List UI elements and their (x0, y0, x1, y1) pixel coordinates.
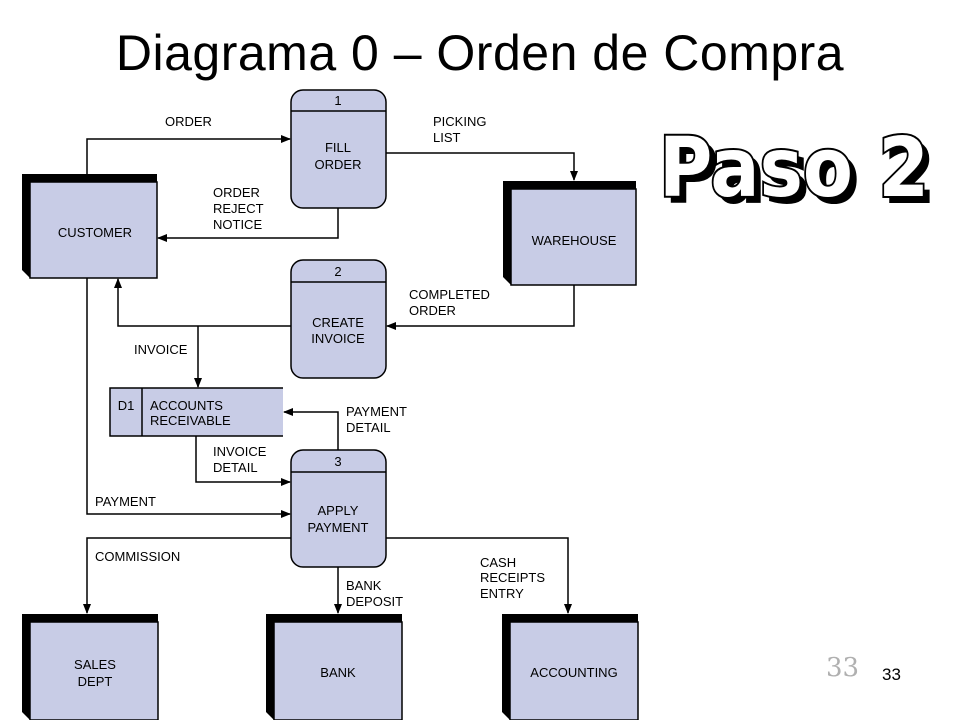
page-number-watermark: 33 (826, 653, 859, 683)
process-apply-payment: 3 APPLY PAYMENT (290, 449, 387, 568)
flow-payment (86, 278, 291, 518)
flow-cash-receipts-entry (386, 537, 572, 614)
flow-completed-order-label-1: COMPLETED (409, 287, 490, 302)
entity-sales-dept-label-1: SALES (74, 657, 116, 672)
flow-invoice-detail-label-2: DETAIL (213, 460, 258, 475)
flow-invoice-label: INVOICE (134, 342, 188, 357)
flow-cash-receipts-entry-label-2: RECEIPTS (480, 570, 545, 585)
flow-bank-deposit-label-2: DEPOSIT (346, 594, 403, 609)
entity-sales-dept: SALES DEPT (22, 614, 159, 720)
entity-customer-label: CUSTOMER (58, 225, 132, 240)
flow-payment-detail-label-2: DETAIL (346, 420, 391, 435)
flow-payment-detail (283, 408, 339, 450)
flow-commission-label: COMMISSION (95, 549, 180, 564)
flow-invoice-detail (195, 436, 291, 486)
flow-commission (83, 537, 291, 614)
flow-completed-order (386, 285, 575, 330)
paso-2-stamp-text: Paso 2 (659, 121, 929, 216)
data-store-accounts-receivable: D1 ACCOUNTS RECEIVABLE (109, 387, 283, 437)
flow-payment-label: PAYMENT (95, 494, 156, 509)
flow-bank-deposit-label-1: BANK (346, 578, 382, 593)
flow-invoice-to-customer (114, 278, 291, 327)
paso-2-stamp-shadow: Paso 2 (665, 127, 935, 222)
flow-picking-list-label-1: PICKING (433, 114, 486, 129)
flow-cash-receipts-entry-label-3: ENTRY (480, 586, 524, 601)
paso-2-stamp: Paso 2 Paso 2 (657, 119, 936, 223)
data-store-label-2: RECEIVABLE (150, 413, 231, 428)
entity-accounting-label: ACCOUNTING (530, 665, 617, 680)
flow-payment-detail-label-1: PAYMENT (346, 404, 407, 419)
process-create-invoice: 2 CREATE INVOICE (290, 259, 387, 379)
flow-picking-list (386, 152, 578, 181)
slide-title: Diagrama 0 – Orden de Compra (115, 25, 845, 81)
flow-order (86, 135, 291, 174)
flow-cash-receipts-entry-label-1: CASH (480, 555, 516, 570)
process-create-invoice-label-2: INVOICE (311, 331, 365, 346)
process-create-invoice-label-1: CREATE (312, 315, 364, 330)
process-apply-payment-label-2: PAYMENT (308, 520, 369, 535)
process-apply-payment-number: 3 (334, 454, 341, 469)
flow-order-reject-notice (157, 208, 339, 242)
process-apply-payment-label-1: APPLY (318, 503, 359, 518)
flow-order-reject-notice-label-3: NOTICE (213, 217, 262, 232)
process-fill-order-label-2: ORDER (315, 157, 362, 172)
flow-picking-list-label-2: LIST (433, 130, 461, 145)
process-fill-order-number: 1 (334, 93, 341, 108)
entity-sales-dept-label-2: DEPT (78, 674, 113, 689)
process-create-invoice-number: 2 (334, 264, 341, 279)
page-number: 33 (882, 665, 901, 684)
process-fill-order: 1 FILL ORDER (290, 89, 387, 209)
entity-warehouse: WAREHOUSE (503, 181, 637, 286)
data-store-label-1: ACCOUNTS (150, 398, 223, 413)
data-store-id: D1 (118, 398, 135, 413)
process-fill-order-label-1: FILL (325, 140, 351, 155)
flow-order-reject-notice-label-1: ORDER (213, 185, 260, 200)
flow-order-reject-notice-label-2: REJECT (213, 201, 264, 216)
entity-bank-label: BANK (320, 665, 356, 680)
entity-customer: CUSTOMER (22, 174, 158, 279)
flow-completed-order-label-2: ORDER (409, 303, 456, 318)
flow-invoice-detail-label-1: INVOICE (213, 444, 267, 459)
entity-bank: BANK (266, 614, 403, 720)
entity-warehouse-label: WAREHOUSE (532, 233, 617, 248)
flow-order-label: ORDER (165, 114, 212, 129)
entity-accounting: ACCOUNTING (502, 614, 639, 720)
